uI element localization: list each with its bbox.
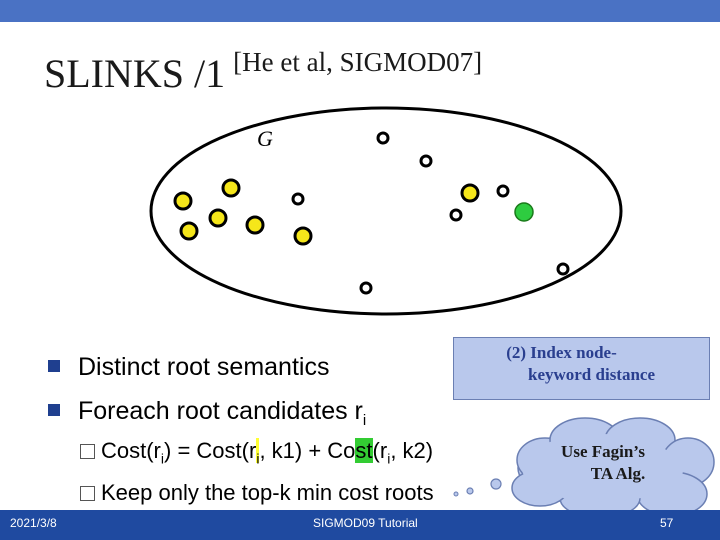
sub-bullet-cost: Cost(ri) = Cost(ri, k1) + Cost(ri, k2)	[80, 438, 433, 466]
checkbox-marker	[80, 486, 95, 501]
keyword-node-yellow	[221, 178, 241, 198]
graph-node	[449, 208, 463, 222]
callout-line: keyword distance	[527, 365, 656, 384]
graph-node	[291, 192, 305, 206]
keyword-node-yellow	[245, 215, 265, 235]
cost-subscript: i	[256, 450, 260, 467]
keyword-node-yellow	[293, 226, 313, 246]
cost-text: Cost(r	[101, 438, 161, 463]
checkbox-marker	[80, 444, 95, 459]
cost-text: (r	[372, 438, 388, 463]
cloud-bubble	[490, 478, 502, 490]
cost-subscript: i	[160, 450, 165, 467]
footer-title: SIGMOD09 Tutorial	[313, 516, 418, 530]
cloud-text: Use Fagin’s TA Alg.	[528, 441, 678, 485]
callout-index-distance: (2) Index node- keyword distance	[453, 337, 710, 400]
bullet-marker	[48, 360, 60, 372]
keyword-node-green	[514, 202, 534, 222]
cost-text: ) = Cost(r	[164, 438, 257, 463]
footer-date: 2021/3/8	[10, 516, 57, 530]
bullet-marker	[48, 404, 60, 416]
graph-node	[359, 281, 373, 295]
keep-text: Keep only the top-k min cost roots	[101, 480, 434, 505]
bullet-subscript: i	[362, 412, 367, 429]
highlight-green: st	[355, 438, 373, 463]
keyword-node-yellow	[460, 183, 480, 203]
keyword-node-yellow	[208, 208, 228, 228]
cloud-line: Use Fagin’s	[561, 442, 645, 461]
top-bar	[0, 0, 720, 22]
graph-node	[556, 262, 570, 276]
graph-node	[376, 131, 390, 145]
highlight-yellow: i	[256, 438, 260, 467]
cost-text: , k2)	[390, 438, 434, 463]
keyword-node-yellow	[173, 191, 193, 211]
cost-text: , k1) + Co	[259, 438, 356, 463]
cloud-line: TA Alg.	[590, 464, 646, 483]
graph-boundary	[149, 106, 623, 316]
cloud-bubble	[466, 487, 474, 495]
slide-title: SLINKS /1[He et al, SIGMOD07]	[44, 47, 483, 97]
bullet-text: Distinct root semantics	[78, 353, 330, 381]
title-main: SLINKS /1	[44, 51, 226, 96]
page-number: 57	[660, 516, 674, 530]
graph-label: G	[257, 126, 273, 151]
bullet-item: Foreach root candidates ri	[48, 397, 366, 429]
sub-bullet-keep: Keep only the top-k min cost roots	[80, 480, 434, 506]
bullet-item: Distinct root semantics	[48, 353, 329, 382]
title-citation: [He et al, SIGMOD07]	[233, 47, 483, 77]
graph-node	[496, 184, 510, 198]
callout-line: (2) Index node-	[506, 343, 617, 362]
keyword-node-yellow	[179, 221, 199, 241]
footer-bar	[0, 510, 720, 540]
cloud-bubble	[453, 491, 459, 497]
cost-subscript: i	[387, 450, 391, 467]
graph-node	[419, 154, 433, 168]
bullet-text: Foreach root candidates r	[78, 397, 363, 425]
